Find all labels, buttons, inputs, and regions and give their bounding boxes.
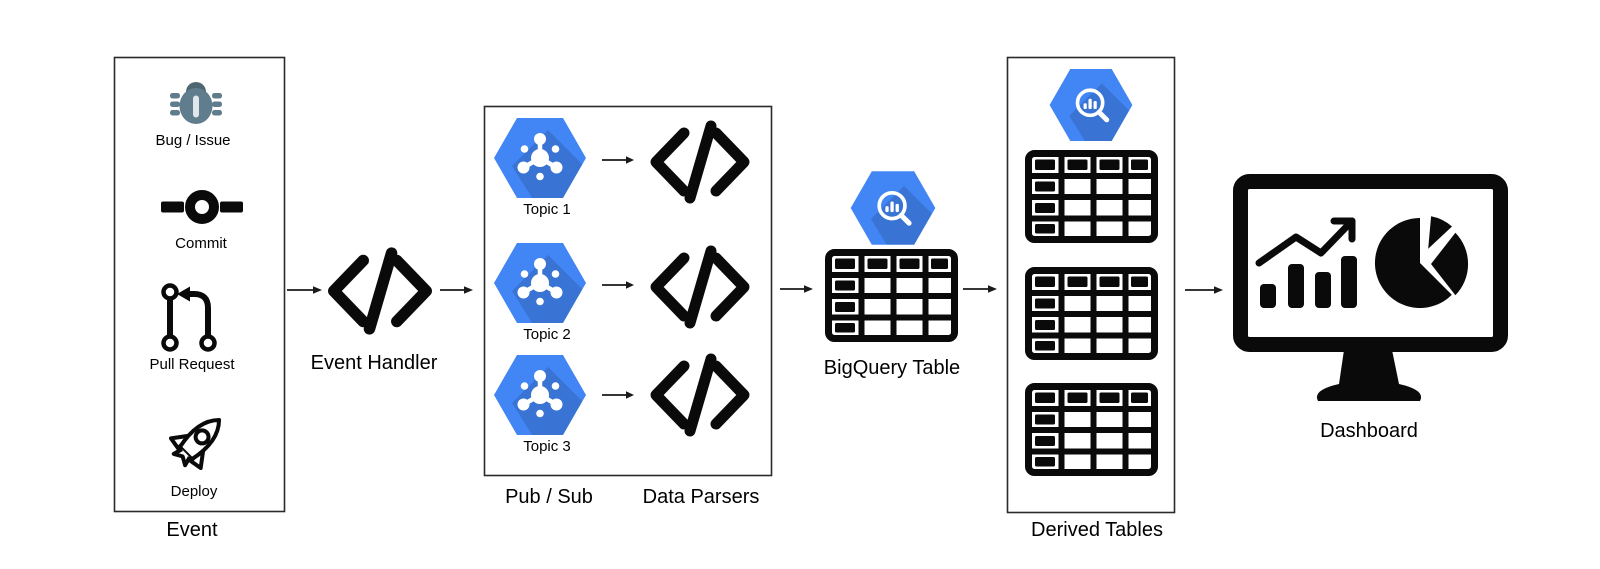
bigquery-table-label: BigQuery Table [823,357,961,379]
monitor-icon [1233,174,1508,401]
flow-arrow [780,285,813,293]
event-box [113,56,286,513]
topic-arrow [602,281,634,289]
topic-2-label: Topic 2 [523,326,571,343]
deploy-label: Deploy [170,483,218,500]
derived-table-icon-1 [1029,154,1155,240]
flow-arrow [1185,286,1223,294]
pubsub-box [483,105,773,477]
topic-3-label: Topic 3 [523,438,571,455]
bug-issue-label: Bug / Issue [155,132,231,149]
monitor-stand [1316,350,1422,401]
code-icon-parser-3 [656,359,744,431]
git-commit-icon [161,190,243,224]
pie-chart-icon [1374,216,1469,308]
topic-arrow [602,156,634,164]
code-icon-event-handler [334,253,426,329]
pubsub-topic-2-icon [494,243,624,367]
flow-arrow [440,286,473,294]
topic-arrow [602,391,634,399]
pull-request-label: Pull Request [149,356,235,373]
pubsub-topic-3-icon [494,355,624,479]
code-icon-parser-2 [656,251,744,323]
pubsub-topic-1-icon [494,118,624,242]
rocket-icon [168,417,222,471]
derived-tables-box [1006,56,1176,514]
derived-table-icon-2 [1029,271,1155,357]
bar-chart-icon [1255,217,1357,308]
event-handler-label: Event Handler [310,352,438,374]
code-icon-parser-1 [656,126,744,198]
flow-arrow [963,285,997,293]
pubsub-label: Pub / Sub [505,486,593,508]
topic-1-label: Topic 1 [523,201,571,218]
derived-tables-label: Derived Tables [1031,519,1163,541]
derived-table-icon-3 [1029,387,1155,473]
flow-arrow [287,286,322,294]
event-box-label: Event [166,519,218,541]
dashboard-label: Dashboard [1320,420,1418,442]
flow-arrows [287,156,1223,399]
bug-icon [170,82,222,124]
commit-label: Commit [175,235,227,252]
git-pull-request-icon [161,283,217,352]
bigquery-table-icon [829,253,955,339]
data-parsers-label: Data Parsers [642,486,760,508]
